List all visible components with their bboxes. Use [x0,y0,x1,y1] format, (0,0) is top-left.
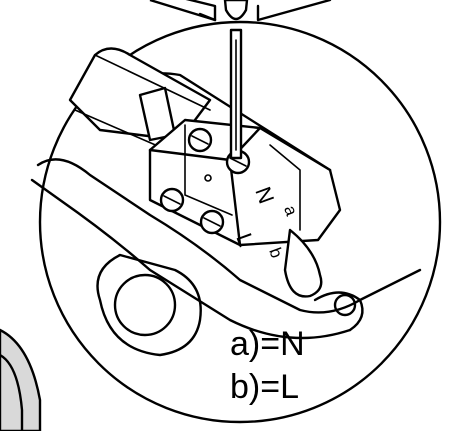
wire-b-label: b [265,245,286,260]
faceplate-top [149,0,332,22]
legend: a)=N b)=L [230,325,305,406]
screwdriver [223,0,249,160]
legend-line-a: a)=N [230,325,305,363]
housing [30,72,422,357]
legend-line-b: b)=L [230,368,299,406]
adjacent-ring [0,328,42,431]
terminal-block [68,47,342,298]
magnifier-circle [38,20,442,424]
